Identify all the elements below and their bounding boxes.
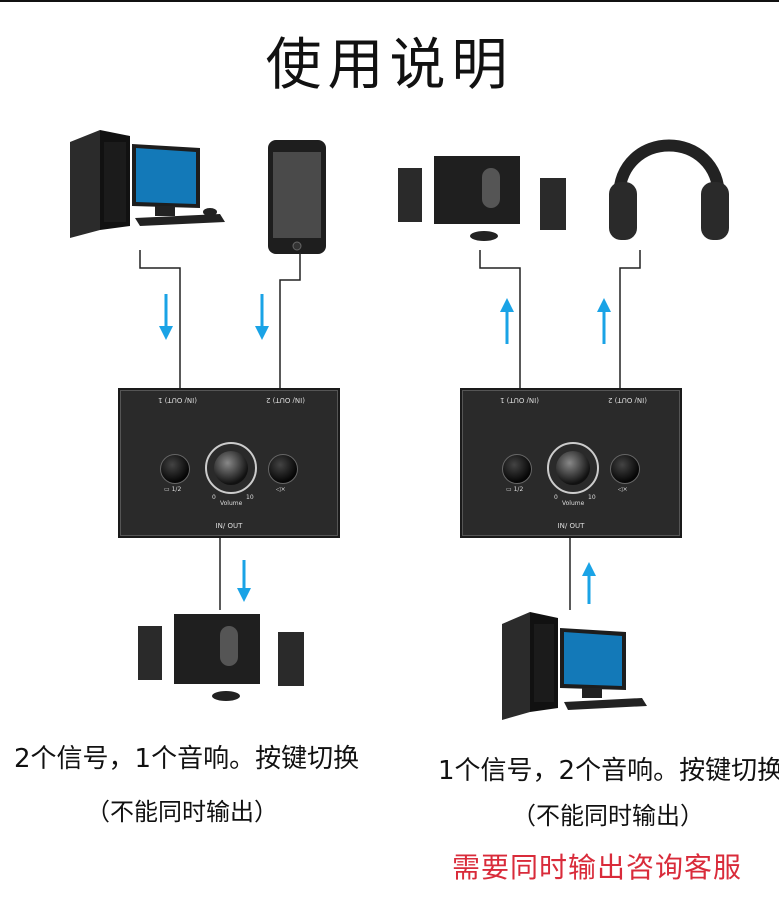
port-label-1: (IN/ OUT) 1: [158, 396, 197, 404]
port-label-2: (IN/ OUT) 2: [608, 396, 647, 404]
volume-knob: [547, 442, 599, 494]
mute-icon: ◁×: [618, 486, 628, 493]
right-subcaption: （不能同时输出）: [512, 802, 704, 830]
top-border: [0, 0, 779, 2]
desktop-computer-image: [502, 612, 647, 720]
right-caption: 1个信号，2个音响。按键切换: [438, 756, 779, 786]
left-caption: 2个信号，1个音响。按键切换: [14, 744, 360, 774]
speaker-set-image: [138, 614, 304, 701]
scale-max: 10: [246, 494, 254, 501]
port-label-2: (IN/ OUT) 2: [266, 396, 305, 404]
audio-switch-box-left: (IN/ OUT) 1 (IN/ OUT) 2 ▭ 1/2 0 10 Volum…: [118, 388, 340, 538]
scale-min: 0: [554, 494, 558, 501]
select-label: ▭ 1/2: [506, 486, 524, 493]
select-2-label: 2: [519, 486, 524, 493]
port-label-1: (IN/ OUT) 1: [500, 396, 539, 404]
headphones-image: [609, 139, 729, 240]
bottom-port-label: IN/ OUT: [557, 522, 585, 530]
mute-button: [610, 454, 640, 484]
desktop-computer-image: [70, 130, 225, 238]
page-title: 使用说明: [265, 33, 514, 98]
input-select-button: [502, 454, 532, 484]
select-label: ▭ 1/2: [164, 486, 182, 493]
input-select-button: [160, 454, 190, 484]
audio-switch-box-right: (IN/ OUT) 1 (IN/ OUT) 2 ▭ 1/2 0 10 Volum…: [460, 388, 682, 538]
volume-knob: [205, 442, 257, 494]
volume-label: Volume: [220, 500, 243, 507]
mute-icon: ◁×: [276, 486, 286, 493]
contact-service-note: 需要同时输出咨询客服: [452, 851, 743, 884]
mute-button: [268, 454, 298, 484]
speaker-set-image: [398, 156, 566, 241]
select-1-label: 1: [171, 486, 176, 493]
volume-label: Volume: [562, 500, 585, 507]
smartphone-image: [268, 140, 326, 254]
select-1-label: 1: [513, 486, 518, 493]
scale-max: 10: [588, 494, 596, 501]
scale-min: 0: [212, 494, 216, 501]
select-2-label: 2: [177, 486, 182, 493]
left-subcaption: （不能同时输出）: [86, 798, 278, 826]
bottom-port-label: IN/ OUT: [215, 522, 243, 530]
